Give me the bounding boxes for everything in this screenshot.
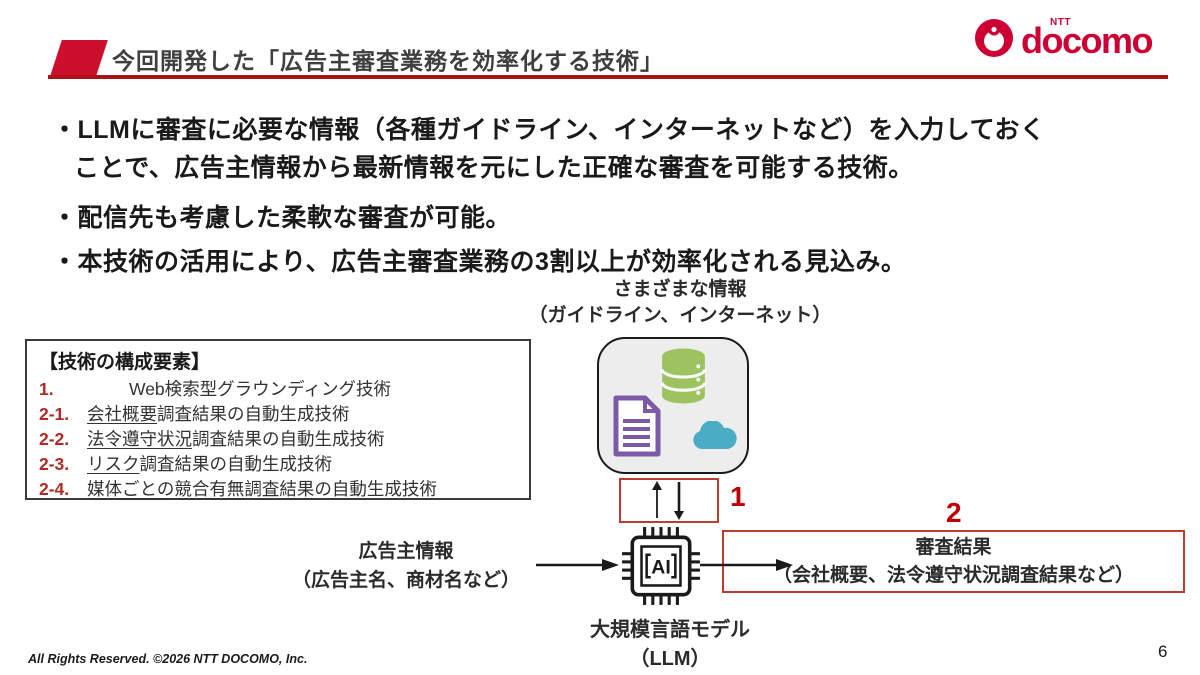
page-title: 今回開発した「広告主審査業務を効率化する技術」 bbox=[112, 48, 664, 74]
output-arrow bbox=[700, 557, 794, 578]
copyright-text: All Rights Reserved. ©2026 NTT DOCOMO, I… bbox=[28, 652, 308, 666]
document-icon bbox=[612, 394, 662, 463]
tech-item-2-4: 2-4. 媒体ごとの競合有無調査結果の自動生成技術 bbox=[39, 477, 519, 502]
info-sources-label-line-2: （ガイドライン、インターネット） bbox=[528, 305, 832, 326]
advertiser-label-line-2: （広告主名、商材名など） bbox=[291, 570, 520, 591]
bullet-1-line-1: ・LLMに審査に必要な情報（各種ガイドライン、インターネットなど）を入力しておく bbox=[52, 116, 1046, 144]
tech-components-title: 【技術の構成要素】 bbox=[39, 352, 211, 373]
docomo-label: docomo bbox=[1021, 19, 1154, 61]
marker-1: 1 bbox=[730, 481, 746, 512]
tech-item-text: リスク調査結果の自動生成技術 bbox=[87, 454, 332, 474]
tech-item-2-1: 2-1. 会社概要調査結果の自動生成技術 bbox=[39, 402, 519, 427]
tech-item-number: 2-1. bbox=[39, 404, 70, 424]
retrieval-exchange-box bbox=[619, 478, 719, 523]
llm-label-line-1: 大規模言語モデル bbox=[590, 619, 750, 641]
docomo-wordmark: NTT docomo bbox=[1021, 16, 1154, 63]
tech-item-number: 2-4. bbox=[39, 479, 70, 499]
tech-components-list: 1. Web検索型グラウンディング技術 2-1. 会社概要調査結果の自動生成技術… bbox=[39, 377, 519, 502]
result-label-line-2: （会社概要、法令遵守状況調査結果など） bbox=[772, 564, 1134, 586]
tech-item-2-2: 2-2. 法令遵守状況調査結果の自動生成技術 bbox=[39, 427, 519, 452]
info-sources-label: さまざまな情報 （ガイドライン、インターネット） bbox=[470, 277, 890, 329]
tech-item-text: 法令遵守状況調査結果の自動生成技術 bbox=[87, 429, 385, 449]
database-icon bbox=[659, 347, 708, 410]
tech-components-box: 【技術の構成要素】 1. Web検索型グラウンディング技術 2-1. 会社概要調… bbox=[25, 339, 531, 500]
bullet-1-line-2: ことで、広告主情報から最新情報を元にした正確な審査を可能する技術。 bbox=[74, 154, 914, 182]
llm-label: 大規模言語モデル （LLM） bbox=[565, 616, 775, 674]
input-arrow bbox=[536, 557, 620, 578]
info-sources-box bbox=[597, 337, 749, 474]
bullet-2: ・配信先も考慮した柔軟な審査が可能。 bbox=[52, 204, 512, 232]
svg-text:AI: AI bbox=[651, 557, 670, 579]
header-underline bbox=[48, 75, 1168, 79]
result-label-line-1: 審査結果 bbox=[915, 536, 992, 558]
llm-label-line-2: （LLM） bbox=[629, 648, 711, 670]
tech-item-number: 1. bbox=[39, 379, 54, 399]
advertiser-input-label: 広告主情報 （広告主名、商材名など） bbox=[272, 537, 540, 595]
tech-item-text: 媒体ごとの競合有無調査結果の自動生成技術 bbox=[87, 479, 437, 499]
tech-item-text: 会社概要調査結果の自動生成技術 bbox=[87, 404, 350, 424]
info-sources-label-line-1: さまざまな情報 bbox=[613, 279, 747, 300]
tech-item-1: 1. Web検索型グラウンディング技術 bbox=[39, 377, 519, 402]
ntt-label: NTT bbox=[1050, 16, 1071, 28]
docomo-emblem-icon bbox=[972, 16, 1016, 65]
result-box: 審査結果 （会社概要、法令遵守状況調査結果など） bbox=[722, 530, 1185, 593]
ai-chip-icon: AI bbox=[620, 525, 702, 612]
tech-item-number: 2-3. bbox=[39, 454, 70, 474]
advertiser-label-line-1: 広告主情報 bbox=[358, 541, 454, 562]
tech-item-text: Web検索型グラウンディング技術 bbox=[129, 379, 391, 399]
tech-item-number: 2-2. bbox=[39, 429, 70, 449]
cloud-icon bbox=[692, 420, 738, 456]
bullet-3: ・本技術の活用により、広告主審査業務の3割以上が効率化される見込み。 bbox=[52, 248, 907, 276]
header-accent-shape bbox=[50, 40, 108, 76]
tech-item-2-3: 2-3. リスク調査結果の自動生成技術 bbox=[39, 452, 519, 477]
marker-2: 2 bbox=[946, 497, 962, 528]
docomo-logo: NTT docomo bbox=[972, 16, 1154, 65]
page-number: 6 bbox=[1158, 642, 1168, 661]
